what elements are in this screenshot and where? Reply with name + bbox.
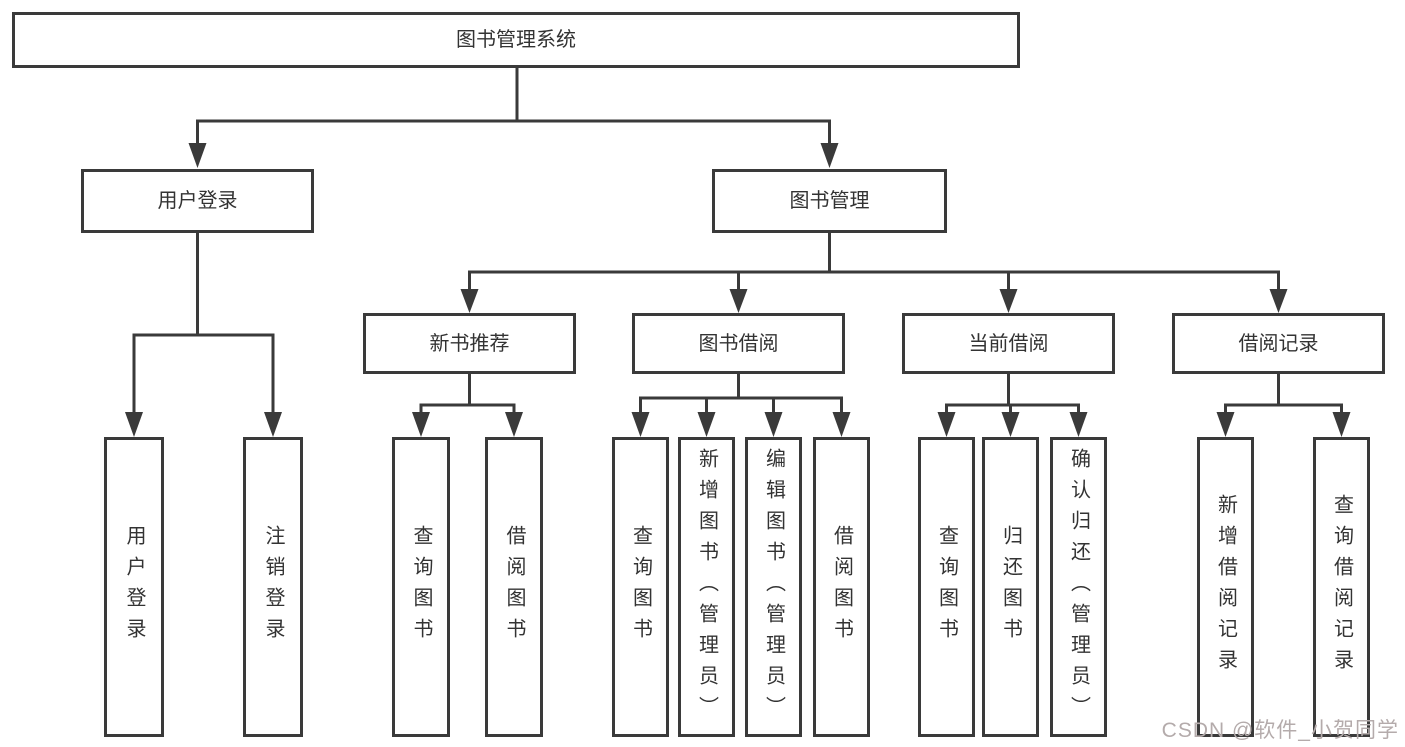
leaf-borrow-books-borrowing: 借阅图书 (813, 437, 870, 737)
leaf-query-books-borrowing: 查询图书 (612, 437, 669, 737)
leaf-add-book-admin: 新增图书（管理员） (678, 437, 735, 737)
leaf-user-login: 用户登录 (104, 437, 164, 737)
node-book-borrowing: 图书借阅 (632, 313, 845, 374)
leaf-add-borrow-record: 新增借阅记录 (1197, 437, 1254, 737)
leaf-borrow-books-recommend: 借阅图书 (485, 437, 543, 737)
leaf-edit-book-admin: 编辑图书（管理员） (745, 437, 802, 737)
node-user-login: 用户登录 (81, 169, 314, 233)
node-book-management: 图书管理 (712, 169, 947, 233)
node-borrow-records: 借阅记录 (1172, 313, 1385, 374)
node-current-borrowing: 当前借阅 (902, 313, 1115, 374)
leaf-logout: 注销登录 (243, 437, 303, 737)
node-library-system: 图书管理系统 (12, 12, 1020, 68)
leaf-query-books-current: 查询图书 (918, 437, 975, 737)
leaf-confirm-return-admin: 确认归还（管理员） (1050, 437, 1107, 737)
node-new-book-recommendation: 新书推荐 (363, 313, 576, 374)
leaf-query-books-recommend: 查询图书 (392, 437, 450, 737)
csdn-watermark: CSDN @软件_小贺同学 (1161, 719, 1399, 742)
leaf-query-borrow-record: 查询借阅记录 (1313, 437, 1370, 737)
leaf-return-books: 归还图书 (982, 437, 1039, 737)
